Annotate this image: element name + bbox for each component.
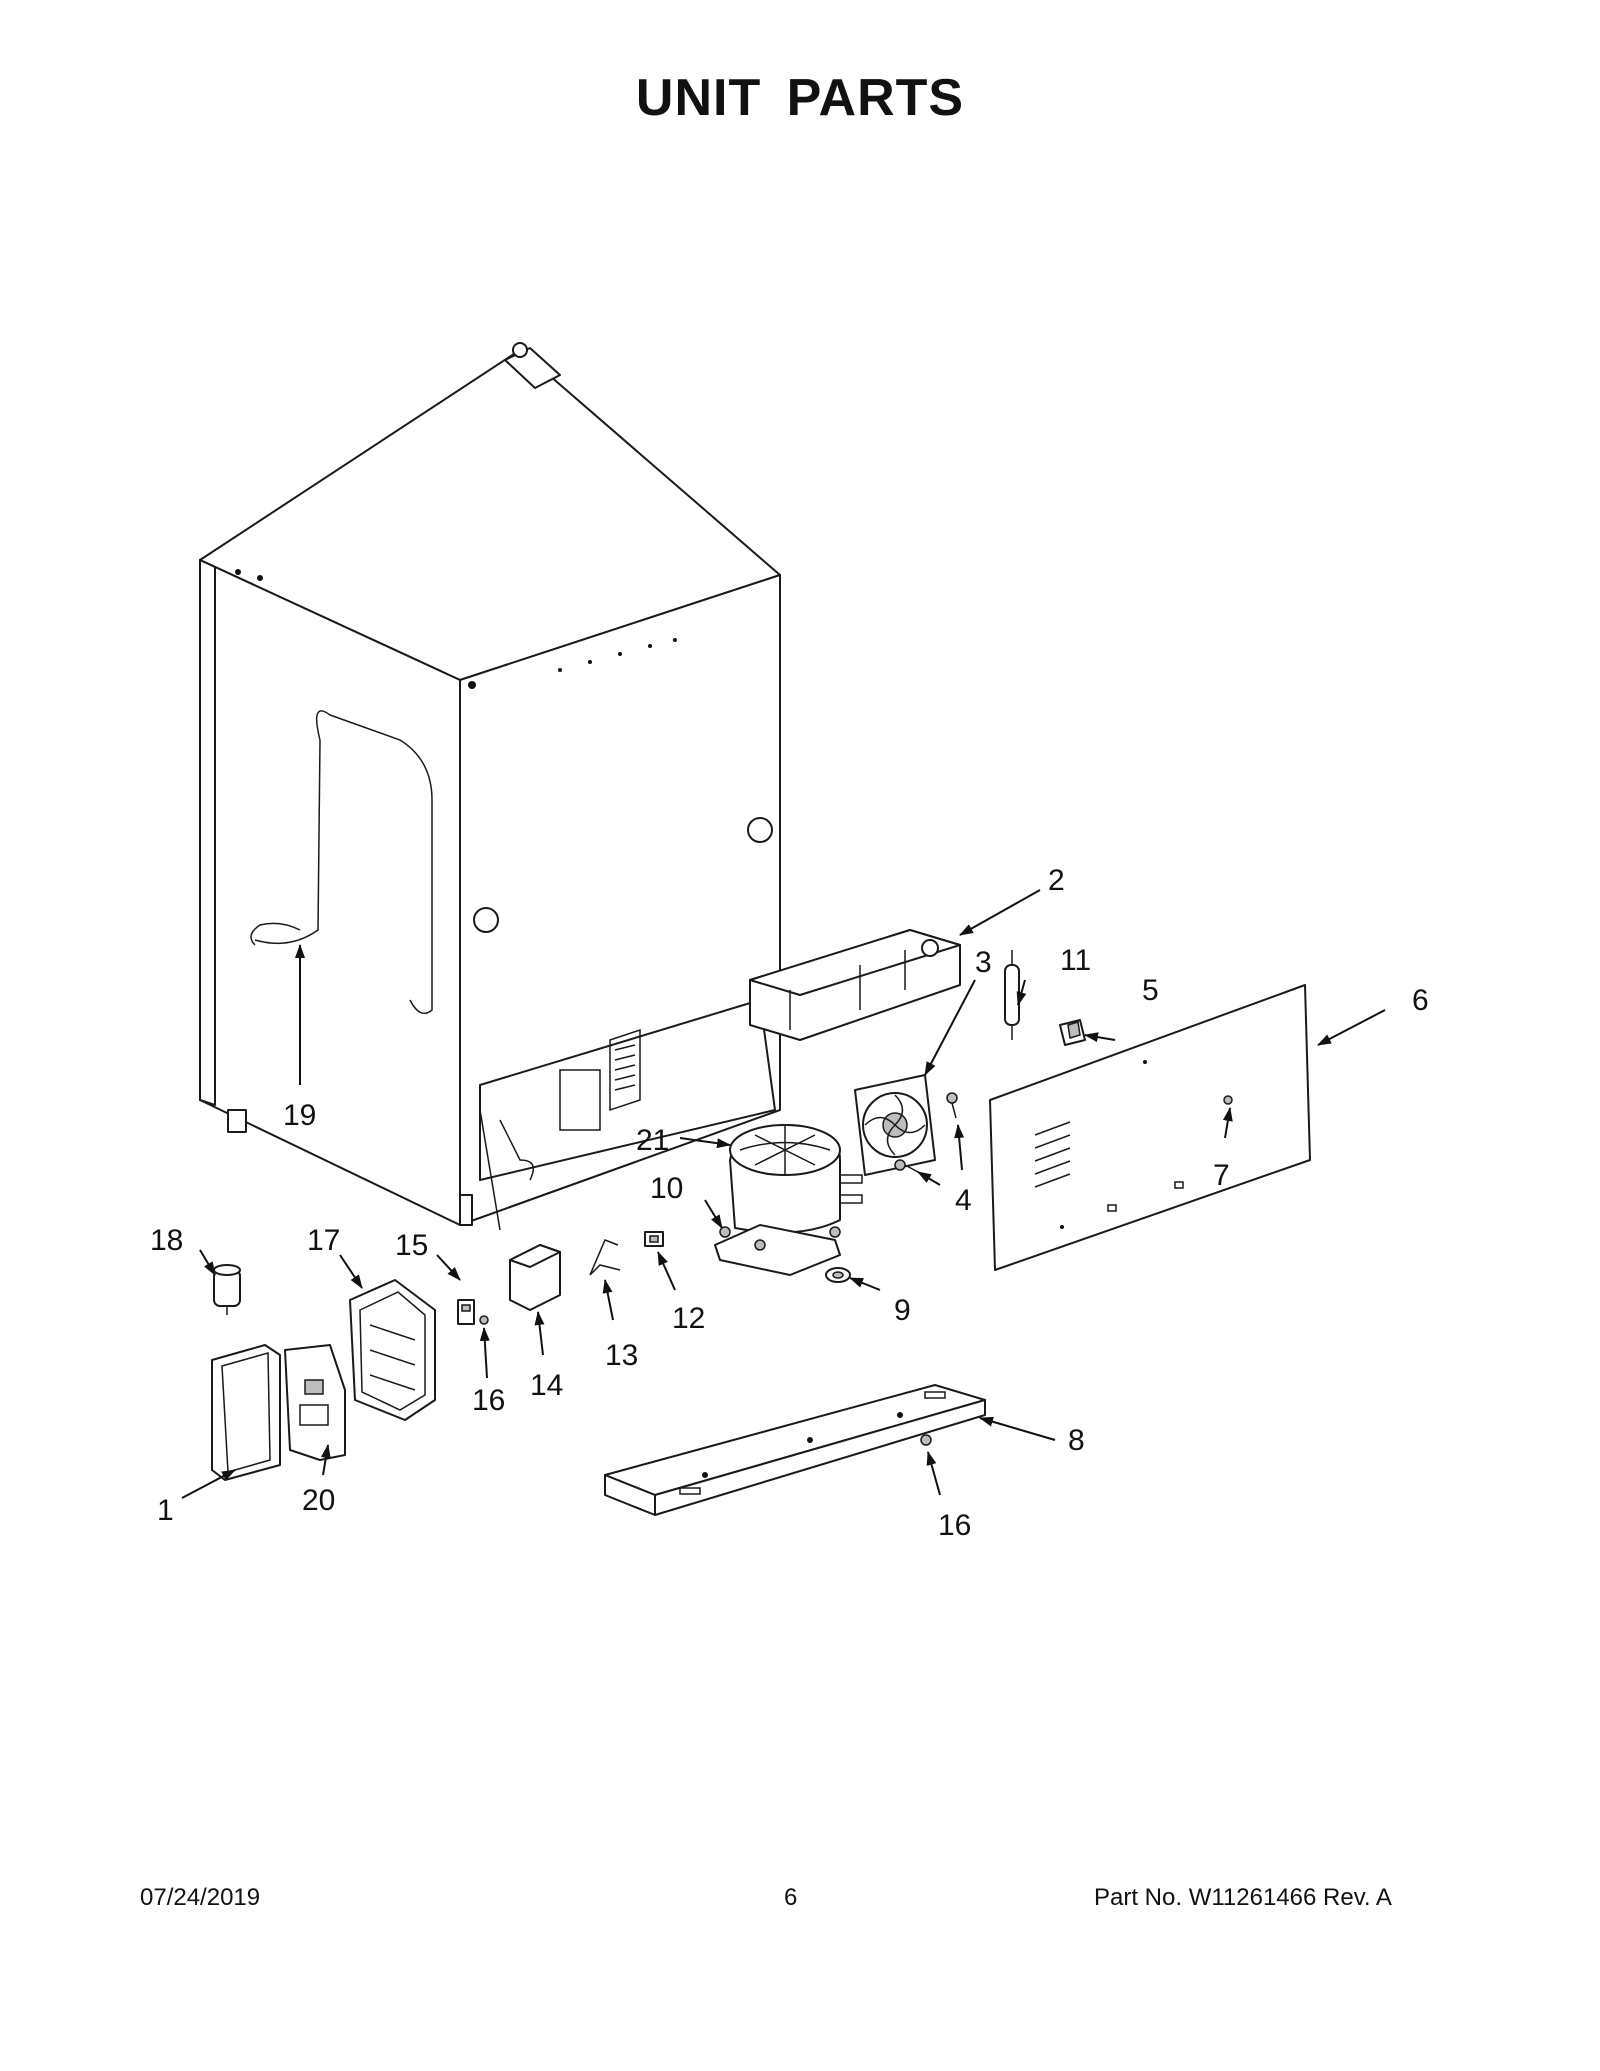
control-box-part (349, 1279, 436, 1421)
screw-part (479, 1315, 489, 1325)
callout-labels: 2 11 3 5 6 19 21 7 10 4 18 17 15 9 12 13… (150, 864, 1429, 1542)
callout-9: 9 (894, 1294, 911, 1327)
capacitor-part (213, 1264, 241, 1315)
callout-18: 18 (150, 1224, 183, 1257)
footer-date: 07/24/2019 (140, 1884, 261, 1911)
callout-20: 20 (302, 1484, 335, 1517)
compressor-part (729, 1124, 863, 1234)
callout-14: 14 (530, 1369, 563, 1402)
callout-4: 4 (955, 1184, 972, 1217)
wire-clip-part (589, 1239, 621, 1276)
callout-7: 7 (1213, 1159, 1230, 1192)
leader-lines (181, 889, 1386, 1499)
callout-16-rail: 16 (938, 1509, 971, 1542)
control-board-part (284, 1344, 346, 1461)
overload-cover-part (509, 1244, 561, 1311)
callout-10: 10 (650, 1172, 683, 1205)
drier-part (1004, 950, 1020, 1040)
callout-15: 15 (395, 1229, 428, 1262)
callout-12: 12 (672, 1302, 705, 1335)
relay-part (644, 1231, 664, 1247)
callout-8: 8 (1068, 1424, 1085, 1457)
callout-16: 16 (472, 1384, 505, 1417)
callout-2: 2 (1048, 864, 1065, 897)
page-title: UNIT PARTS (635, 69, 965, 127)
screw-part (920, 1434, 932, 1446)
base-plate-part (714, 1224, 841, 1276)
clip-part (1059, 1019, 1086, 1046)
base-rail-part (604, 1384, 986, 1516)
cabinet-drawing (199, 342, 781, 1231)
drain-pan-part (749, 929, 961, 1041)
screw-part (894, 1092, 958, 1173)
callout-5: 5 (1142, 974, 1159, 1007)
callout-3: 3 (975, 946, 992, 979)
callout-13: 13 (605, 1339, 638, 1372)
condenser-fan-part (854, 1074, 936, 1176)
back-panel-part (989, 984, 1311, 1271)
footer-page-number: 6 (784, 1884, 798, 1911)
bracket-part (457, 1299, 475, 1325)
grommet-part (825, 1267, 851, 1283)
footer-part-number: Part No. W11261466 Rev. A (1094, 1884, 1392, 1911)
cover-part (211, 1344, 281, 1481)
callout-21: 21 (636, 1124, 669, 1157)
callout-11: 11 (1060, 944, 1091, 977)
callout-1: 1 (157, 1494, 174, 1527)
callout-17: 17 (307, 1224, 340, 1257)
callout-19: 19 (283, 1099, 316, 1132)
callout-6: 6 (1412, 984, 1429, 1017)
